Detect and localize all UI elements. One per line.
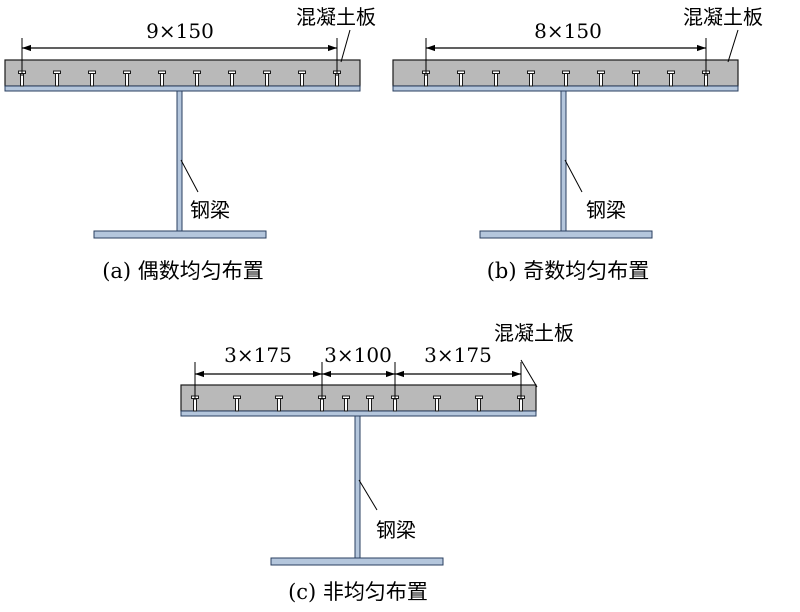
beam-bottom-flange xyxy=(270,557,444,566)
shear-stud xyxy=(632,70,640,87)
beam-top-flange xyxy=(4,85,361,92)
shear-stud xyxy=(433,395,441,412)
shear-stud xyxy=(233,395,241,412)
shear-stud xyxy=(475,395,483,412)
shear-stud xyxy=(562,70,570,87)
slab-leader-line xyxy=(727,29,739,63)
shear-stud xyxy=(123,70,131,87)
shear-stud xyxy=(597,70,605,87)
dimension-label: 8×150 xyxy=(534,19,602,43)
shear-stud xyxy=(366,395,374,412)
shear-stud xyxy=(457,70,465,87)
beam-top-flange xyxy=(180,410,537,417)
beam-label: 钢梁 xyxy=(376,518,416,542)
shear-stud xyxy=(193,70,201,87)
shear-stud xyxy=(263,70,271,87)
slab-leader-line xyxy=(520,359,538,388)
shear-stud xyxy=(228,70,236,87)
slab-label: 混凝土板 xyxy=(296,5,376,29)
shear-stud xyxy=(53,70,61,87)
shear-stud xyxy=(492,70,500,87)
shear-stud xyxy=(88,70,96,87)
caption: (a) 偶数均匀布置 xyxy=(102,259,264,283)
dimension-label: 3×175 xyxy=(424,343,492,367)
beam-leader-line xyxy=(180,159,199,193)
beam-label: 钢梁 xyxy=(190,198,230,222)
diagram-a: 9×150 混凝土板 钢梁 (a) 偶数均匀布置 xyxy=(4,5,376,283)
shear-stud xyxy=(158,70,166,87)
slab-label: 混凝土板 xyxy=(683,5,763,29)
caption: (c) 非均匀布置 xyxy=(288,580,428,604)
dimension-label: 3×100 xyxy=(324,343,392,367)
shear-stud xyxy=(527,70,535,87)
shear-stud xyxy=(298,70,306,87)
beam-top-flange xyxy=(392,85,739,92)
beam-bottom-flange xyxy=(479,230,653,239)
dimension-label: 9×150 xyxy=(146,19,214,43)
beam-label: 钢梁 xyxy=(586,198,626,222)
slab-leader-line xyxy=(340,29,351,63)
beam-bottom-flange xyxy=(93,230,267,239)
slab-label: 混凝土板 xyxy=(494,321,574,345)
dimension-label: 3×175 xyxy=(224,343,292,367)
beam-web xyxy=(354,415,361,559)
shear-stud xyxy=(275,395,283,412)
diagram-b: 8×150 混凝土板 钢梁 (b) 奇数均匀布置 xyxy=(392,5,763,283)
beam-leader-line xyxy=(358,479,378,511)
shear-stud xyxy=(667,70,675,87)
shear-stud xyxy=(342,395,350,412)
diagram-c: 3×175 3×100 3×175 混凝土板 钢梁 (c) 非均匀布置 xyxy=(180,321,574,604)
beam-leader-line xyxy=(564,159,583,193)
caption: (b) 奇数均匀布置 xyxy=(487,259,650,283)
